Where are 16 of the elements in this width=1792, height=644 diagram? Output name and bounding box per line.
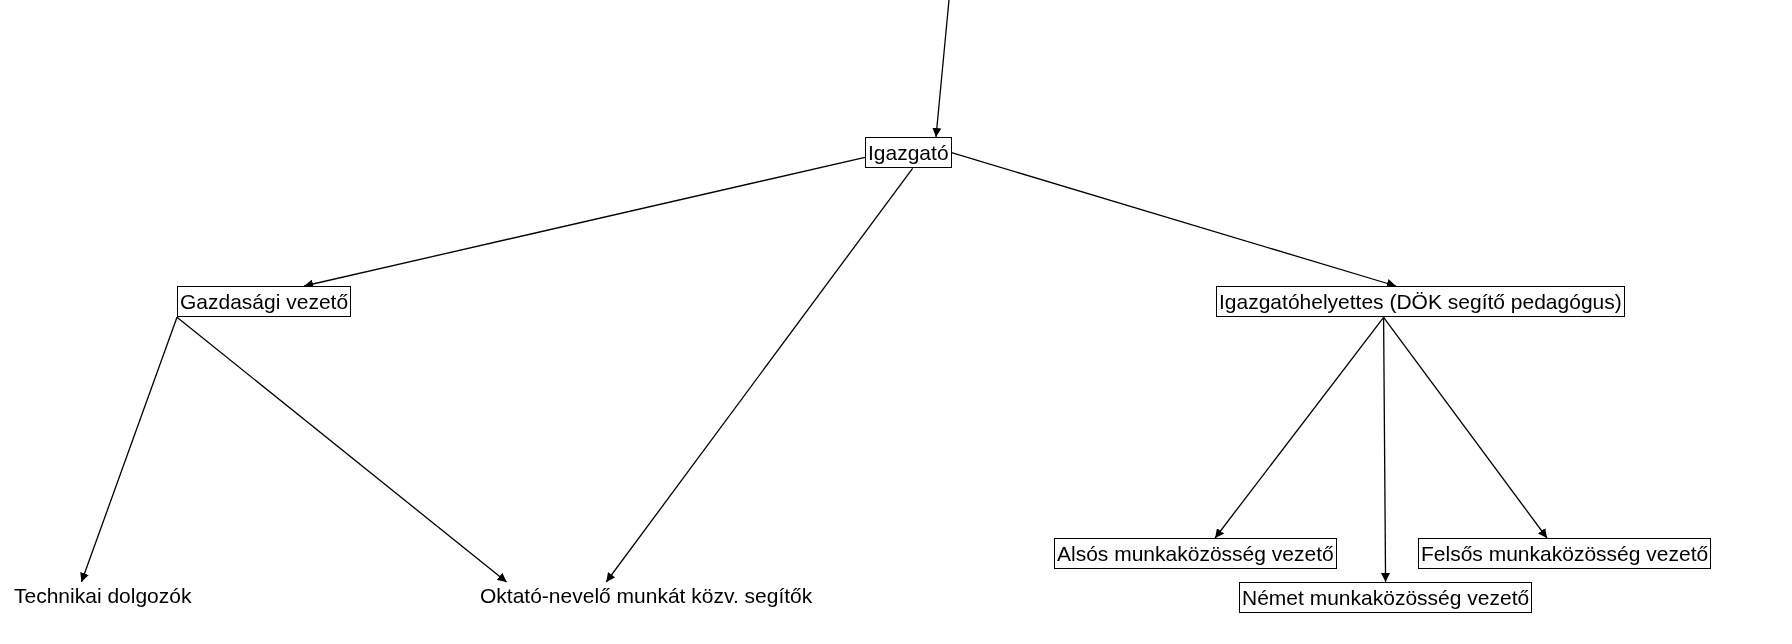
arrow [80, 316, 178, 583]
role-box: Német munkaközösség vezető [1239, 582, 1533, 614]
arrow [950, 152, 1397, 288]
role-box: Igazgatóhelyettes (DÖK segítő pedagógus) [1216, 286, 1625, 318]
arrow [1382, 316, 1548, 539]
arrow [605, 167, 914, 583]
arrow [932, 0, 950, 138]
arrow [176, 316, 508, 583]
arrow [1214, 316, 1385, 539]
role-label: Oktató-nevelő munkát közv. segítők [480, 582, 813, 610]
role-label: Technikai dolgozók [14, 582, 192, 610]
arrow [1381, 316, 1390, 583]
role-box: Gazdasági vezető [177, 286, 352, 318]
role-box: Alsós munkaközösség vezető [1054, 538, 1337, 570]
role-box: Felsős munkaközösség vezető [1418, 538, 1712, 570]
role-box: Igazgató [865, 137, 952, 169]
